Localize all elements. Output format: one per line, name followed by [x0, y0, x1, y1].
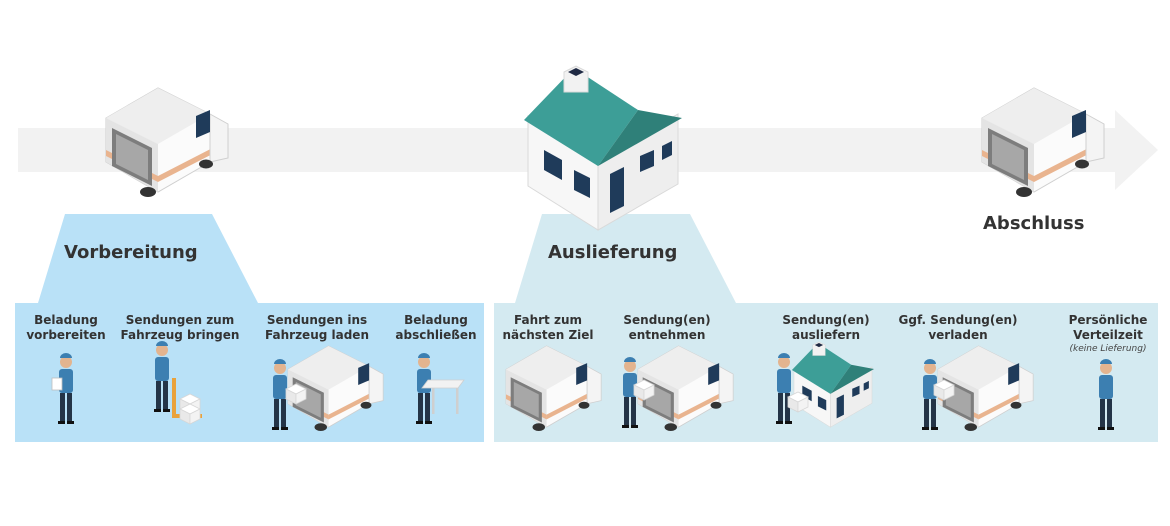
phase-title-preparation: Vorbereitung — [64, 242, 198, 263]
step-label-6: Sendung(en) entnehmen — [623, 313, 711, 342]
step-sublabel-9: (keine Lieferung) — [1069, 344, 1147, 354]
worker-at-desk-icon — [416, 353, 465, 424]
preparation-van-icon — [105, 87, 229, 198]
step-label-2: Sendungen zum Fahrzeug bringen — [120, 313, 240, 342]
step-label-4: Beladung abschließen — [395, 313, 477, 342]
delivery-house-icon — [523, 65, 683, 231]
step-label-3: Sendungen ins Fahrzeug laden — [265, 313, 369, 342]
completion-van-icon — [981, 87, 1105, 198]
step-label-7: Sendung(en) ausliefern — [782, 313, 870, 342]
walking-worker-icon — [51, 353, 74, 424]
step-label-8: Ggf. Sendung(en) verladen — [898, 313, 1018, 342]
step-label-1: Beladung vorbereiten — [26, 313, 106, 342]
phase-title-completion: Abschluss — [983, 213, 1085, 234]
step-label-9: Persönliche Verteilzeit(keine Lieferung) — [1046, 313, 1170, 355]
phase-title-delivery: Auslieferung — [548, 242, 678, 263]
step-label-5: Fahrt zum nächsten Ziel — [502, 313, 594, 342]
worker-hand-truck-icon — [154, 341, 202, 425]
